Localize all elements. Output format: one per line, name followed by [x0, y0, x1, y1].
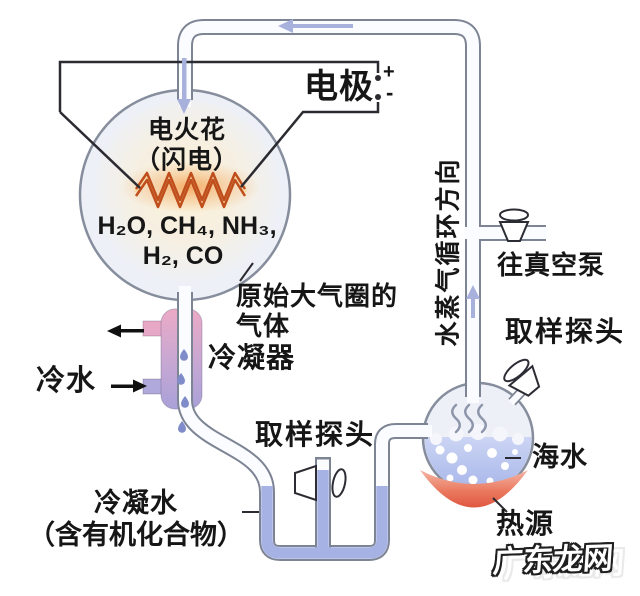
zigzag-spark-icon: [133, 171, 248, 209]
sampling-probe-flask-label: 取样探头: [505, 316, 626, 347]
gas-formula-line1: H₂O, CH₄, NH₃,: [97, 212, 277, 240]
heat-source-dish: [420, 470, 528, 508]
electrode-label: 电极: [304, 68, 374, 106]
watermark: 广东龙网: [491, 541, 615, 580]
flow-arrow-left-icon: [278, 19, 353, 33]
cold-water-out-arrow-icon: [107, 324, 144, 338]
sampling-probe-trap-label: 取样探头: [255, 419, 376, 450]
flow-arrow-down-icon: [177, 58, 191, 114]
gas-formula-line2: H₂, CO: [142, 242, 224, 270]
vapor-cycle-direction-label: 水蒸气循环方向: [434, 157, 463, 347]
condensed-water-label: 冷凝水: [94, 488, 178, 518]
vacuum-stopcock-icon: [498, 208, 530, 242]
condensed-water-note-label: （含有机化合物）: [28, 520, 244, 550]
cold-water-in-arrow-icon: [111, 379, 147, 393]
droplet-icon: [177, 349, 189, 433]
to-vacuum-pump-label: 往真空泵: [497, 250, 606, 280]
trap-liquid: [261, 470, 388, 559]
condenser-body: [142, 308, 203, 410]
minus-sign: -: [386, 80, 395, 105]
primordial-gas-label-line1: 原始大气圈的: [236, 281, 399, 311]
leader-lines: [239, 262, 521, 513]
electrode-terminal-plus: [375, 75, 381, 81]
flask-sampling-probe-icon: [503, 358, 541, 406]
heat-source-label: 热源: [496, 508, 555, 539]
trap-sampling-probe-icon: [294, 464, 347, 502]
primordial-gas-label-line2: 气体: [236, 311, 291, 341]
steam-wave-icon: [451, 403, 487, 434]
plus-sign: +: [383, 61, 396, 83]
electrode-terminal-minus: [375, 94, 381, 100]
primordial-gas-tick: [239, 262, 254, 282]
spark-title-label: 电火花: [147, 116, 227, 144]
condenser-label: 冷凝器: [208, 342, 296, 373]
heat-source-line: [492, 497, 508, 513]
sea-water-label: 海水: [532, 442, 588, 472]
cold-water-label: 冷水: [36, 365, 97, 397]
electrode-wires: [58, 60, 380, 189]
spark-subtitle-label: （闪电）: [134, 146, 240, 174]
flow-arrow-up-icon: [466, 285, 480, 318]
